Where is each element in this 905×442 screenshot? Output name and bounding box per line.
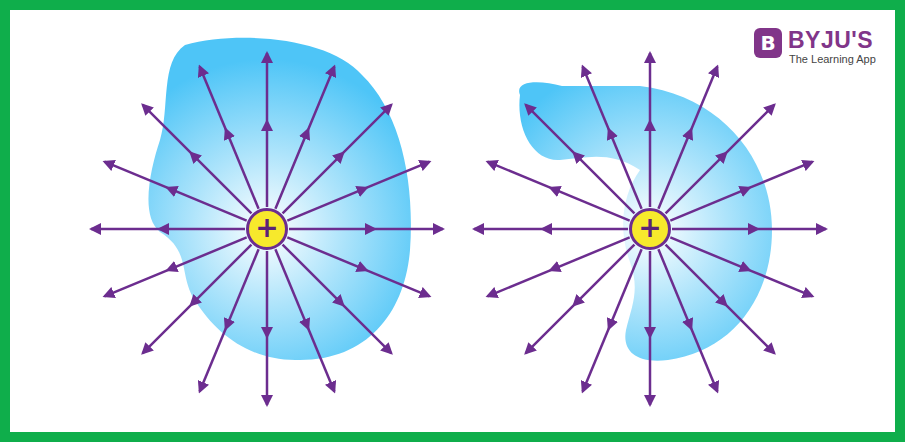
brand-tagline: The Learning App bbox=[789, 53, 876, 65]
right-surface bbox=[519, 82, 772, 360]
right-field-lines bbox=[474, 53, 826, 405]
left-surface bbox=[148, 38, 410, 360]
left-field-lines bbox=[91, 53, 443, 405]
point-charge: + bbox=[629, 208, 671, 250]
charge-sign: + bbox=[255, 214, 278, 242]
brand-name: BYJU'S bbox=[788, 27, 873, 54]
point-charge: + bbox=[246, 208, 288, 250]
logo-icon: B bbox=[754, 28, 782, 58]
charge-sign: + bbox=[638, 214, 661, 242]
